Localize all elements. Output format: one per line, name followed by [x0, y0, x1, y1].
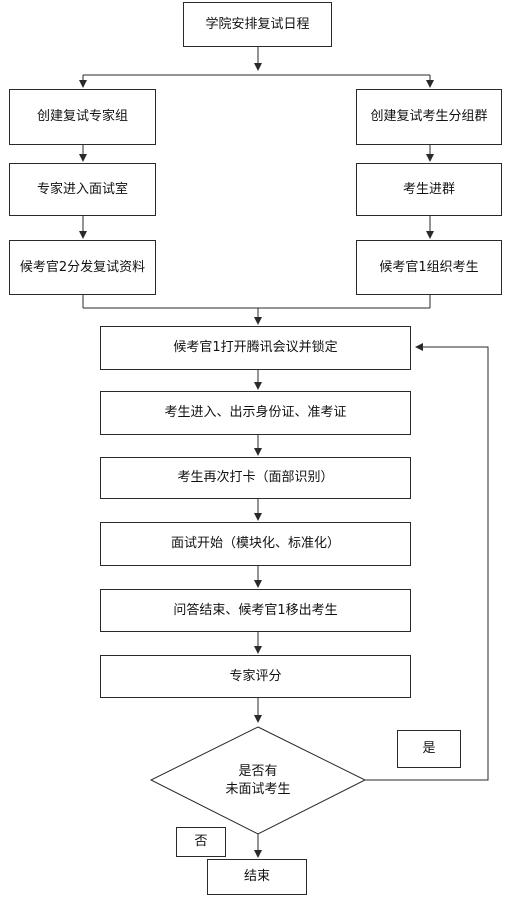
main-step-2-label: 考生进入、出示身份证、准考证 — [164, 405, 347, 420]
main-step-4: 面试开始（模块化、标准化） — [100, 522, 411, 566]
right-step-3: 候考官1组织考生 — [356, 240, 502, 295]
end-label: 结束 — [243, 869, 270, 884]
main-step-4-label: 面试开始（模块化、标准化） — [170, 536, 340, 551]
main-step-6-label: 专家评分 — [229, 668, 282, 684]
arrow-yes-loop — [365, 343, 489, 781]
yes-label-box: 是 — [397, 730, 461, 768]
main-step-1-label: 候考官1打开腾讯会议并锁定 — [173, 340, 338, 355]
left-step-3-label: 候考官2分发复试资料 — [19, 259, 146, 275]
main-step-1: 候考官1打开腾讯会议并锁定 — [100, 326, 411, 370]
main-step-6: 专家评分 — [100, 655, 411, 698]
start-label: 学院安排复试日程 — [205, 16, 310, 32]
main-step-3: 考生再次打卡（面部识别） — [100, 457, 411, 499]
left-step-2-label: 专家进入面试室 — [36, 181, 128, 197]
main-step-5: 问答结束、候考官1移出考生 — [100, 589, 411, 632]
main-step-5-label: 问答结束、候考官1移出考生 — [173, 602, 338, 618]
right-step-3-label: 候考官1组织考生 — [379, 259, 479, 275]
decision-line-1: 是否有 — [238, 764, 278, 779]
start-box: 学院安排复试日程 — [183, 2, 332, 47]
main-step-3-label: 考生再次打卡（面部识别） — [177, 470, 334, 485]
left-step-1: 创建复试专家组 — [9, 89, 156, 145]
right-step-1: 创建复试考生分组群 — [356, 89, 502, 145]
right-step-2-label: 考生进群 — [402, 181, 455, 197]
decision-line-2: 未面试考生 — [225, 782, 291, 797]
yes-label: 是 — [422, 741, 436, 756]
no-label: 否 — [194, 834, 208, 849]
left-step-3: 候考官2分发复试资料 — [9, 240, 156, 295]
decision-text: 是否有 未面试考生 — [200, 763, 316, 799]
right-step-2: 考生进群 — [356, 163, 502, 216]
right-step-1-label: 创建复试考生分组群 — [370, 109, 488, 124]
left-step-2: 专家进入面试室 — [9, 163, 156, 216]
main-step-2: 考生进入、出示身份证、准考证 — [100, 391, 411, 435]
no-label-box: 否 — [176, 827, 226, 857]
left-step-1-label: 创建复试专家组 — [36, 109, 128, 124]
end-box: 结束 — [207, 859, 307, 895]
